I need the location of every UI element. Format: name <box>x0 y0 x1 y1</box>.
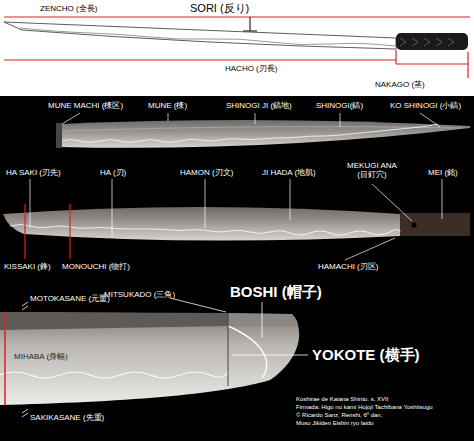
part-label: MUNE (棟) <box>148 101 187 110</box>
yokote-line <box>228 313 229 386</box>
part-label: SORI (反り) <box>190 2 249 15</box>
hacho-line <box>4 59 396 60</box>
part-label: MEI (銘) <box>428 168 458 177</box>
part-label: JI HADA (地肌) <box>262 168 316 177</box>
bottom-panel <box>0 96 474 441</box>
tsuka-wrap <box>400 38 454 46</box>
part-label: HAMACHI (刃区) <box>318 262 378 271</box>
mihaba-line <box>4 312 6 405</box>
part-label: MONOUCHI (物打) <box>62 262 130 271</box>
part-label: HACHO (刃長) <box>225 64 277 73</box>
blade-photo <box>3 207 470 241</box>
credit-note: Koshirae de Katana Shinto. s. XVII <box>296 396 388 403</box>
part-label: HAMON (刃文) <box>180 168 233 177</box>
shinogi-ji-band <box>0 312 228 330</box>
monouchi-line <box>69 204 70 259</box>
part-label: MOTOKASANE (元重) <box>30 294 110 303</box>
part-label: ZENCHO (全長) <box>40 4 97 13</box>
zencho-line <box>4 16 470 17</box>
blade-photo <box>60 120 470 148</box>
mune-machi-notch <box>56 123 62 148</box>
part-label: KISSAKI (鋒) <box>4 262 51 271</box>
credit-note: Firmada: Higo no kami Hojoji Tachibana Y… <box>296 404 433 411</box>
part-label: MUNE MACHI (棟区) <box>48 101 123 110</box>
credit-note: © Ricardo Sanz, Renshi, 6º dan, <box>296 412 382 419</box>
hamon-line <box>20 28 395 46</box>
nakago-line <box>396 63 468 64</box>
part-label: KO SHINOGI (小鎬) <box>390 101 461 110</box>
part-label: MEKUGI ANA (目釘穴) <box>344 161 400 179</box>
part-label: BOSHI (帽子) <box>230 283 322 300</box>
hamon-line <box>0 371 228 378</box>
hamon-line <box>60 124 438 143</box>
ko-shinogi-band <box>228 313 298 326</box>
part-label: YOKOTE (横手) <box>312 346 420 363</box>
blade-outline <box>4 22 396 49</box>
part-label: MITSUKADO (三角) <box>104 290 175 299</box>
top-panel <box>0 0 474 96</box>
leader-lines <box>30 113 442 260</box>
part-label: HA (刃) <box>100 168 126 177</box>
part-label: SHINOGI(鎬) <box>316 101 363 110</box>
kissaki-line <box>24 204 25 259</box>
part-label: HA SAKI (刃先) <box>6 168 61 177</box>
nakago-line <box>467 52 468 78</box>
credit-note: Muso Jikiden Eishin ryu Iaido <box>296 420 374 427</box>
sori-marker <box>243 31 257 32</box>
part-label: SAKIKASANE (先重) <box>30 413 104 422</box>
part-label: NAKAGO (茎) <box>375 80 425 89</box>
hacho-line <box>395 50 396 64</box>
part-label: MIHABA (身幅) <box>14 352 68 361</box>
boshi-line <box>228 326 267 378</box>
kissaki-closeup <box>0 312 299 405</box>
nakago-photo <box>400 213 470 236</box>
nakago-shape <box>396 33 468 50</box>
sori-marker <box>250 17 251 31</box>
mekugi-hole <box>412 223 417 228</box>
part-label: SHINOGI JI (鎬地) <box>226 101 292 110</box>
